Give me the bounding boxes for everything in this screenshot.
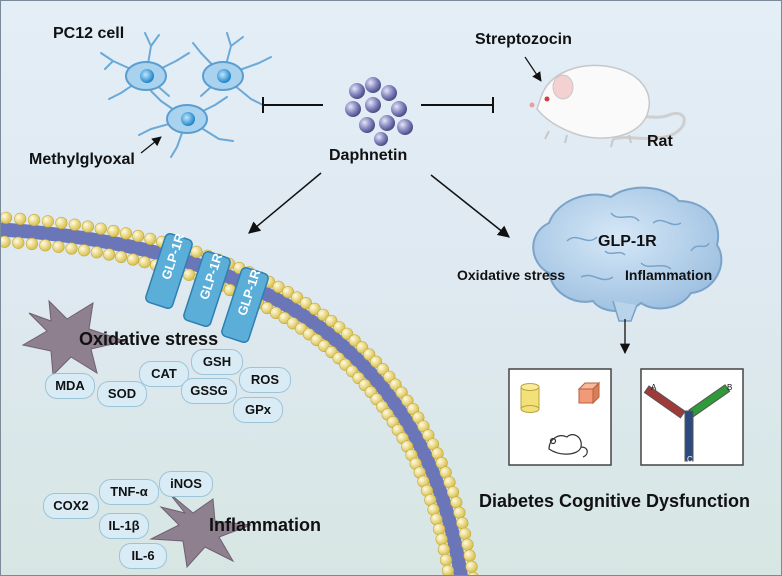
cylinder-object-icon [520, 383, 540, 413]
inflammation-burst-icon [149, 492, 252, 569]
membrane-bead [14, 212, 27, 225]
open-field-box [508, 368, 612, 466]
daphnetin-molecule-icon [345, 77, 413, 146]
marker-ros: ROS [239, 367, 291, 393]
membrane-bead [102, 248, 116, 261]
membrane-bead [1, 235, 11, 248]
membrane-bead [468, 571, 479, 575]
membrane-bead [435, 533, 448, 546]
glp1r-receptor-1 [145, 232, 193, 310]
brain-icon [532, 186, 723, 322]
membrane-bead [114, 250, 128, 263]
membrane-bead [453, 506, 466, 519]
membrane-bead [190, 245, 203, 258]
marker-gpx: GPx [233, 397, 283, 423]
marker-cat: CAT [139, 361, 189, 387]
pc12-label: PC12 cell [53, 25, 125, 42]
membrane-bead [458, 527, 472, 540]
membrane-bead [456, 516, 469, 530]
outcome-label: Diabetes Cognitive Dysfunction [479, 491, 751, 511]
membrane-bead [291, 291, 304, 304]
marker-mda: MDA [45, 373, 95, 399]
membrane-oxidative-label: Oxidative stress [79, 329, 219, 349]
membrane-bead [465, 560, 478, 573]
membrane-bead [39, 239, 52, 252]
membrane-bead [317, 308, 330, 321]
rat-icon [529, 64, 686, 148]
membrane-bead [65, 242, 78, 255]
membrane-bead [55, 216, 68, 230]
glp1r-receptor-3 [221, 266, 269, 344]
brain-inflammation-label: Inflammation [625, 267, 713, 283]
maze-arm-a [643, 385, 686, 419]
membrane-bead [441, 564, 454, 575]
y-maze-box [640, 368, 744, 466]
maze-arm-c [684, 410, 694, 462]
glp1r-receptors [145, 232, 269, 344]
marker-tnf: TNF-α [99, 479, 159, 505]
membrane-bead [132, 229, 145, 243]
membrane-bead [52, 240, 65, 253]
streptozocin-arrow [524, 56, 542, 82]
membrane-bead [25, 237, 38, 250]
membrane-bead [68, 218, 81, 231]
daphnetin-label: Daphnetin [329, 147, 408, 164]
methylglyoxal-arrow [140, 136, 162, 154]
membrane-bead [325, 314, 338, 328]
membrane-inflammation-label: Inflammation [209, 515, 322, 535]
membrane-bead [119, 227, 133, 240]
membrane-bead [41, 215, 55, 228]
brain-receptor-label: GLP-1R [598, 233, 657, 250]
membrane-bead [12, 236, 25, 249]
daphnetin-to-membrane-arrow [248, 172, 322, 234]
maze-label-a: A [651, 383, 657, 392]
membrane-bead [182, 268, 196, 281]
membrane-bead [299, 297, 313, 310]
brain-oxidative-label: Oxidative stress [457, 267, 566, 283]
inhibit-cells-icon [262, 97, 323, 113]
membrane-bead [437, 543, 451, 556]
membrane-bead [401, 394, 414, 407]
membrane-bead [78, 244, 91, 257]
membrane-bead [138, 256, 151, 269]
mouse-outline-icon [548, 434, 588, 458]
oxidative-burst-icon [21, 299, 127, 377]
maze-label-c: C [687, 455, 693, 464]
membrane-bead [144, 232, 157, 245]
membrane-bead [461, 538, 474, 551]
membrane-bead [272, 280, 285, 294]
membrane-bead [107, 224, 120, 238]
membrane-bead [450, 496, 463, 509]
marker-inos: iNOS [159, 471, 213, 497]
methylglyoxal-label: Methylglyoxal [29, 151, 135, 168]
maze-label-b: B [727, 383, 733, 392]
rat-label: Rat [647, 133, 673, 150]
marker-cox2: COX2 [43, 493, 99, 519]
pc12-cells-icon [100, 32, 272, 158]
membrane-bead [94, 222, 107, 235]
glp1r-receptor-2 [183, 250, 231, 328]
daphnetin-to-brain-arrow [430, 174, 510, 238]
marker-il6: IL-6 [119, 543, 167, 569]
membrane-bead [27, 213, 41, 227]
membrane-bead [308, 302, 321, 316]
membrane-bead [281, 286, 295, 299]
inhibit-rat-icon [421, 97, 494, 113]
membrane-bead [81, 220, 94, 233]
membrane-bead [439, 553, 453, 567]
membrane-bead [126, 253, 140, 266]
marker-gsh: GSH [191, 349, 243, 375]
cube-object-icon [577, 381, 601, 405]
membrane-bead [463, 549, 476, 562]
streptozocin-label: Streptozocin [475, 31, 572, 48]
membrane-bead [90, 246, 103, 259]
marker-gssg: GSSG [181, 378, 237, 404]
membrane-bead [1, 211, 13, 224]
membrane-bead [433, 523, 446, 536]
marker-sod: SOD [97, 381, 147, 407]
marker-il1b: IL-1β [99, 513, 149, 539]
